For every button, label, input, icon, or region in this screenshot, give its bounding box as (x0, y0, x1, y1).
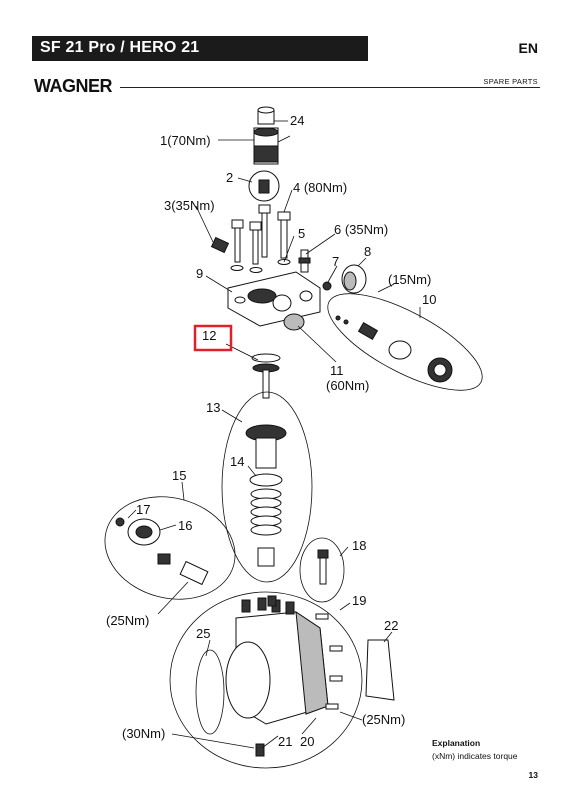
label-part-12: 12 (202, 328, 216, 343)
bolts-group (230, 204, 271, 273)
label-part-16: 16 (178, 518, 192, 533)
label-part-2: 2 (226, 170, 233, 185)
label-part-1: 1(70Nm) (160, 133, 211, 148)
part-19-group (169, 591, 363, 769)
explanation-text: (xNm) indicates torque (432, 751, 518, 761)
label-part-15: 15 (172, 468, 186, 483)
label-part-10: 10 (422, 292, 436, 307)
label-part-8: 8 (364, 244, 371, 259)
label-torque-30nm: (30Nm) (122, 726, 165, 741)
label-part-19: 19 (352, 593, 366, 608)
label-part-7: 7 (332, 254, 339, 269)
label-part-6: 6 (35Nm) (334, 222, 388, 237)
label-part-20: 20 (300, 734, 314, 749)
part-1-valve-housing (253, 127, 291, 165)
label-part-9: 9 (196, 266, 203, 281)
label-part-21: 21 (278, 734, 292, 749)
part-22-plate (365, 639, 395, 701)
part-8-knob (341, 264, 367, 294)
part-24-cap (257, 106, 275, 125)
part-13-group (221, 391, 313, 583)
part-6-nipple (298, 249, 311, 273)
label-torque-25nm-right: (25Nm) (362, 712, 405, 727)
label-part-3: 3(35Nm) (164, 198, 215, 213)
highlight-box-part-12 (193, 324, 233, 352)
header-rule (120, 87, 540, 88)
language-code: EN (518, 40, 538, 56)
part-2-detail (248, 170, 280, 202)
label-part-4: 4 (80Nm) (293, 180, 347, 195)
label-part-18: 18 (352, 538, 366, 553)
part-18-group (299, 537, 345, 603)
title-bar: SF 21 Pro / HERO 21 (32, 36, 368, 61)
document-title: SF 21 Pro / HERO 21 (40, 39, 200, 56)
part-15-group (104, 496, 236, 600)
label-part-22: 22 (384, 618, 398, 633)
label-part-11-torque: (60Nm) (326, 378, 369, 393)
part-9-filter-block (227, 271, 321, 327)
brand-logo: WAGNER (34, 76, 113, 96)
part-11-plug (283, 313, 305, 331)
explanation-title: Explanation (432, 738, 481, 748)
label-part-17: 17 (136, 502, 150, 517)
label-part-13: 13 (206, 400, 220, 415)
label-part-14: 14 (230, 454, 244, 469)
section-title: SPARE PARTS (483, 77, 538, 86)
label-part-24: 24 (290, 113, 304, 128)
label-part-10-torque: (15Nm) (388, 272, 431, 287)
part-10-group (327, 293, 483, 391)
part-3-fitting (210, 236, 230, 254)
label-part-5: 5 (298, 226, 305, 241)
label-part-25: 25 (196, 626, 210, 641)
label-torque-25nm-left: (25Nm) (106, 613, 149, 628)
part-7-seal (322, 281, 332, 291)
page-number: 13 (528, 770, 538, 780)
label-part-11: 11 (330, 363, 344, 378)
part-12-valve (251, 353, 281, 399)
